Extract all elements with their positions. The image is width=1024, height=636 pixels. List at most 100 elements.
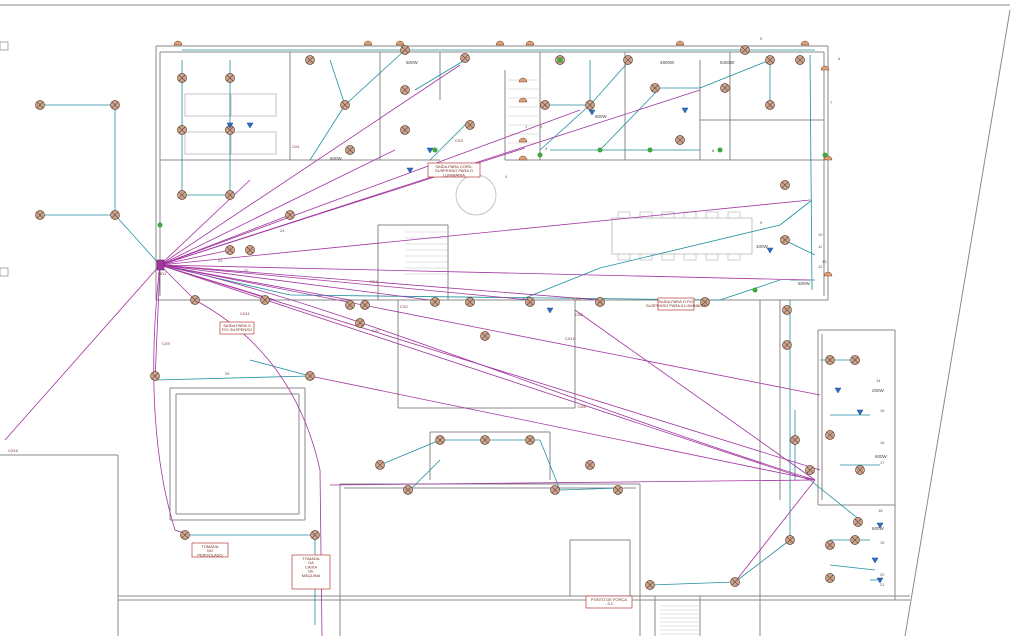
fixture-cross xyxy=(431,298,439,306)
fixture-cross xyxy=(826,431,834,439)
switch-icon xyxy=(157,222,163,228)
fixture-cross xyxy=(676,136,684,144)
home-run xyxy=(159,64,461,266)
outlet-icon xyxy=(588,109,596,116)
round-table xyxy=(455,174,497,216)
outlet-icon xyxy=(834,387,842,394)
panel-tag: CX5 xyxy=(573,296,582,301)
circuit-number: 19 xyxy=(880,540,885,545)
note-box xyxy=(585,595,633,609)
fixture-cross xyxy=(178,74,186,82)
home-run xyxy=(159,249,231,266)
panel-tag: CX1 xyxy=(292,144,301,149)
chair xyxy=(705,253,719,261)
note-box xyxy=(657,297,695,311)
note-box xyxy=(191,542,229,558)
fixture-cross xyxy=(783,341,791,349)
switch-icon xyxy=(752,287,758,293)
fixture-cross xyxy=(766,101,774,109)
home-run xyxy=(159,264,821,396)
circuit-number: 14 xyxy=(876,378,881,383)
fixture-cross xyxy=(796,56,804,64)
power-label: 600W xyxy=(798,281,811,286)
conduit xyxy=(779,199,813,226)
home-run xyxy=(329,479,816,486)
conduit xyxy=(539,439,561,491)
power-label: 600W xyxy=(406,60,419,65)
circuit-number: 7 xyxy=(830,100,833,105)
fixture-cross xyxy=(791,436,799,444)
fixture-cross xyxy=(36,101,44,109)
fixture-cross xyxy=(361,301,369,309)
chair xyxy=(727,253,741,261)
fixture-cross xyxy=(466,121,474,129)
conduit xyxy=(599,87,661,151)
fixture-cross xyxy=(226,246,234,254)
circuit-number: 9 xyxy=(760,220,763,225)
conduit xyxy=(414,59,466,91)
home-run-lines xyxy=(4,64,821,636)
note-text: SUSPENSO PARA A LUMINÁRIA xyxy=(646,303,706,308)
wall-lamp-icon xyxy=(823,155,833,161)
fixture-cross xyxy=(786,536,794,544)
fixture-cross xyxy=(151,372,159,380)
circuit-number: 6 xyxy=(838,56,841,61)
conduit xyxy=(154,375,311,381)
outlet-icon xyxy=(406,167,414,174)
circuit-number: 10 xyxy=(818,232,823,237)
power-label: 200W xyxy=(872,388,885,393)
fixture-cross xyxy=(111,211,119,219)
switch-icon xyxy=(432,147,438,153)
fixture-cross xyxy=(551,486,559,494)
wall-lamp-icon xyxy=(363,40,373,46)
fixture-cross xyxy=(781,181,789,189)
wall-lamp-icon xyxy=(518,77,528,83)
note-text: TOMADA xyxy=(201,544,218,549)
fixture-cross xyxy=(701,298,709,306)
fixture-cross xyxy=(401,86,409,94)
conduit-runs xyxy=(40,49,880,625)
fixture-cross xyxy=(856,466,864,474)
circuit-number: 23 xyxy=(218,258,223,263)
fixture-cross xyxy=(404,486,412,494)
home-run xyxy=(194,299,323,636)
fixture-cross xyxy=(731,578,739,586)
power-label: 600W xyxy=(872,526,885,531)
note-text: CAIXA xyxy=(305,564,317,569)
circuit-number: 13 xyxy=(822,259,827,264)
circuit-number: 4 xyxy=(505,174,508,179)
note-text: FIO SUSPENSO xyxy=(222,327,252,332)
panel-tag: CX7 xyxy=(372,328,381,333)
panel-tag: CX3 xyxy=(455,138,464,143)
panel-tag: CX4 xyxy=(370,279,379,284)
fixture-cross xyxy=(226,126,234,134)
wall-lamp-icon xyxy=(820,65,830,71)
fixture-cross xyxy=(783,306,791,314)
power-label: 600W xyxy=(875,454,888,459)
fixture-cross xyxy=(306,56,314,64)
fixture-cross xyxy=(596,298,604,306)
home-run xyxy=(574,309,816,481)
fixture-cross xyxy=(586,101,594,109)
conduit xyxy=(559,487,621,491)
power-label: 5400W xyxy=(720,60,735,65)
fixture-cross xyxy=(191,296,199,304)
panel-tag: CX10 xyxy=(8,448,19,453)
circuit-number: 11 xyxy=(818,244,823,249)
outlet-icon xyxy=(681,107,689,114)
panel-tag: CX6 xyxy=(575,312,584,317)
fixture-cross xyxy=(651,84,659,92)
switch-icon xyxy=(647,147,653,153)
chair xyxy=(639,253,653,261)
chair xyxy=(617,253,631,261)
fixture-cross xyxy=(481,436,489,444)
note-text: SAÍDA PARA CORD. xyxy=(435,164,472,169)
note-box xyxy=(427,162,481,178)
note-text: SAÍDA PARA O xyxy=(223,323,251,328)
wall-lamp-icon xyxy=(518,137,528,143)
conduit xyxy=(809,54,813,291)
conduit xyxy=(539,104,591,151)
fixture-cross xyxy=(826,574,834,582)
circuit-number: 1 xyxy=(525,124,528,129)
